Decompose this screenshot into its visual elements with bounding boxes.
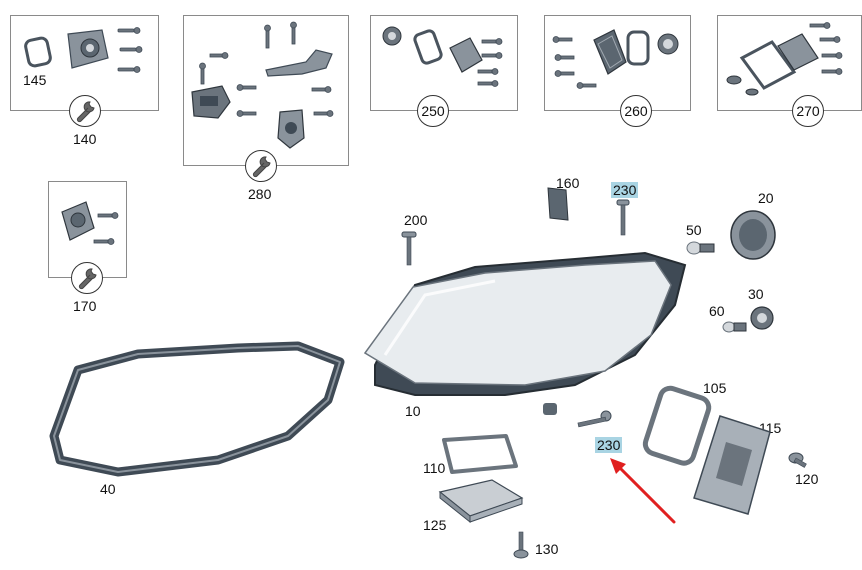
callout-145: 145 (23, 72, 47, 88)
ring-gasket-145 (24, 36, 52, 68)
pointer-arrow (610, 458, 676, 524)
group-box-260 (544, 15, 691, 111)
screw-200 (401, 231, 417, 266)
callout-40: 40 (100, 481, 116, 497)
cover-cap-20 (730, 210, 776, 260)
wrench-icon (78, 268, 97, 290)
wrench-icon (76, 101, 95, 123)
wrench-icon (252, 156, 271, 178)
callout-10: 10 (405, 403, 421, 419)
control-unit-115 (693, 415, 771, 515)
wrench-icon (69, 95, 101, 127)
callout-140: 140 (73, 131, 97, 147)
callout-200: 200 (404, 212, 428, 228)
control-unit-125 (438, 479, 524, 524)
bracket-140 (67, 29, 109, 69)
screw-230-top (616, 199, 630, 236)
callout-230-top: 230 (611, 182, 639, 198)
parts-260 (552, 29, 679, 89)
callout-130: 130 (535, 541, 559, 557)
callout-160: 160 (556, 175, 580, 191)
wrench-icon (71, 262, 103, 294)
screw-130 (513, 531, 529, 559)
callout-170: 170 (73, 298, 97, 314)
callout-250: 250 (417, 95, 449, 127)
screw-120 (788, 452, 807, 468)
screws-280 (199, 21, 334, 117)
callout-105: 105 (703, 380, 727, 396)
socket-30 (750, 306, 774, 330)
gasket-110 (442, 434, 518, 474)
headlamp-housing-10 (363, 251, 687, 415)
bracket-280-left (191, 85, 231, 119)
gasket-105 (642, 385, 712, 466)
callout-30: 30 (748, 286, 764, 302)
callout-110: 110 (423, 460, 446, 476)
callout-260: 260 (620, 95, 652, 127)
wrench-icon (245, 150, 277, 182)
bracket-170 (61, 201, 119, 245)
bracket-280-right (277, 109, 305, 149)
bracket-280-top (265, 49, 333, 77)
callout-50: 50 (686, 222, 702, 238)
parts-250 (382, 26, 503, 87)
screw-230-bottom (577, 410, 612, 428)
callout-125: 125 (423, 517, 447, 533)
gasket-frame-40 (49, 341, 345, 477)
foil-160 (547, 187, 569, 221)
callout-20: 20 (758, 190, 774, 206)
callout-280: 280 (248, 186, 272, 202)
callout-120: 120 (795, 471, 819, 487)
callout-60: 60 (709, 303, 725, 319)
bulb-60 (722, 321, 747, 333)
parts-270 (726, 22, 843, 96)
bulb-50 (686, 241, 715, 255)
callout-270: 270 (792, 95, 824, 127)
screws-140 (117, 27, 143, 73)
callout-230-bottom: 230 (595, 437, 623, 453)
